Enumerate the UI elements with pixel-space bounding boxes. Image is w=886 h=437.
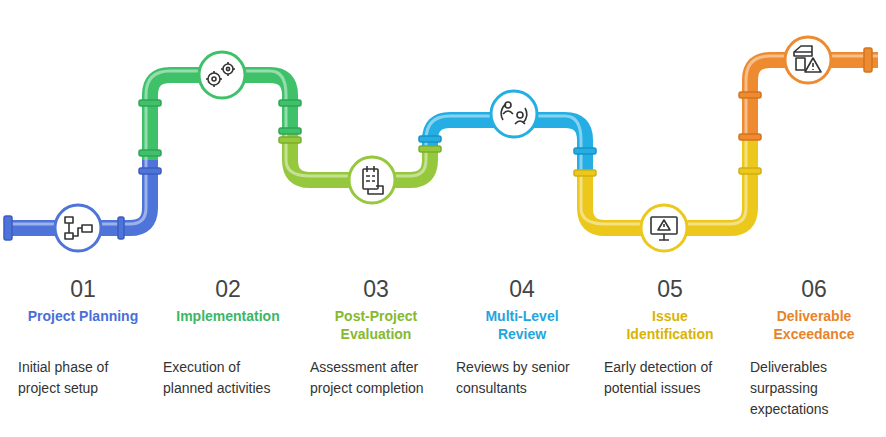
step-description: Assessment after project completion [310, 357, 442, 399]
step-title: Multi-Level Review [466, 307, 578, 343]
step-title: Project Planning [27, 307, 139, 325]
step-description: Initial phase of project setup [18, 357, 148, 399]
step-number: 02 [163, 275, 293, 303]
step-title: Implementation [172, 307, 284, 325]
step-title: Post-Project Evaluation [320, 307, 432, 343]
step-block: 03Post-Project EvaluationAssessment afte… [310, 275, 442, 399]
step-title: Deliverable Exceedance [758, 307, 870, 343]
step-number: 03 [310, 275, 442, 303]
step-block: 06Deliverable ExceedanceDeliverables sur… [750, 275, 878, 420]
step-number: 05 [604, 275, 736, 303]
step-description: Deliverables surpassing expectations [750, 357, 878, 420]
step-block: 01Project PlanningInitial phase of proje… [18, 275, 148, 399]
step-number: 01 [18, 275, 148, 303]
step-number: 06 [750, 275, 878, 303]
step-title: Issue Identification [614, 307, 726, 343]
step-block: 04Multi-Level ReviewReviews by senior co… [456, 275, 588, 399]
step-description: Execution of planned activities [163, 357, 293, 399]
step-number: 04 [456, 275, 588, 303]
step-description: Early detection of potential issues [604, 357, 736, 399]
step-description: Reviews by senior consultants [456, 357, 588, 399]
step-block: 05Issue IdentificationEarly detection of… [604, 275, 736, 399]
step-block: 02ImplementationExecution of planned act… [163, 275, 293, 399]
